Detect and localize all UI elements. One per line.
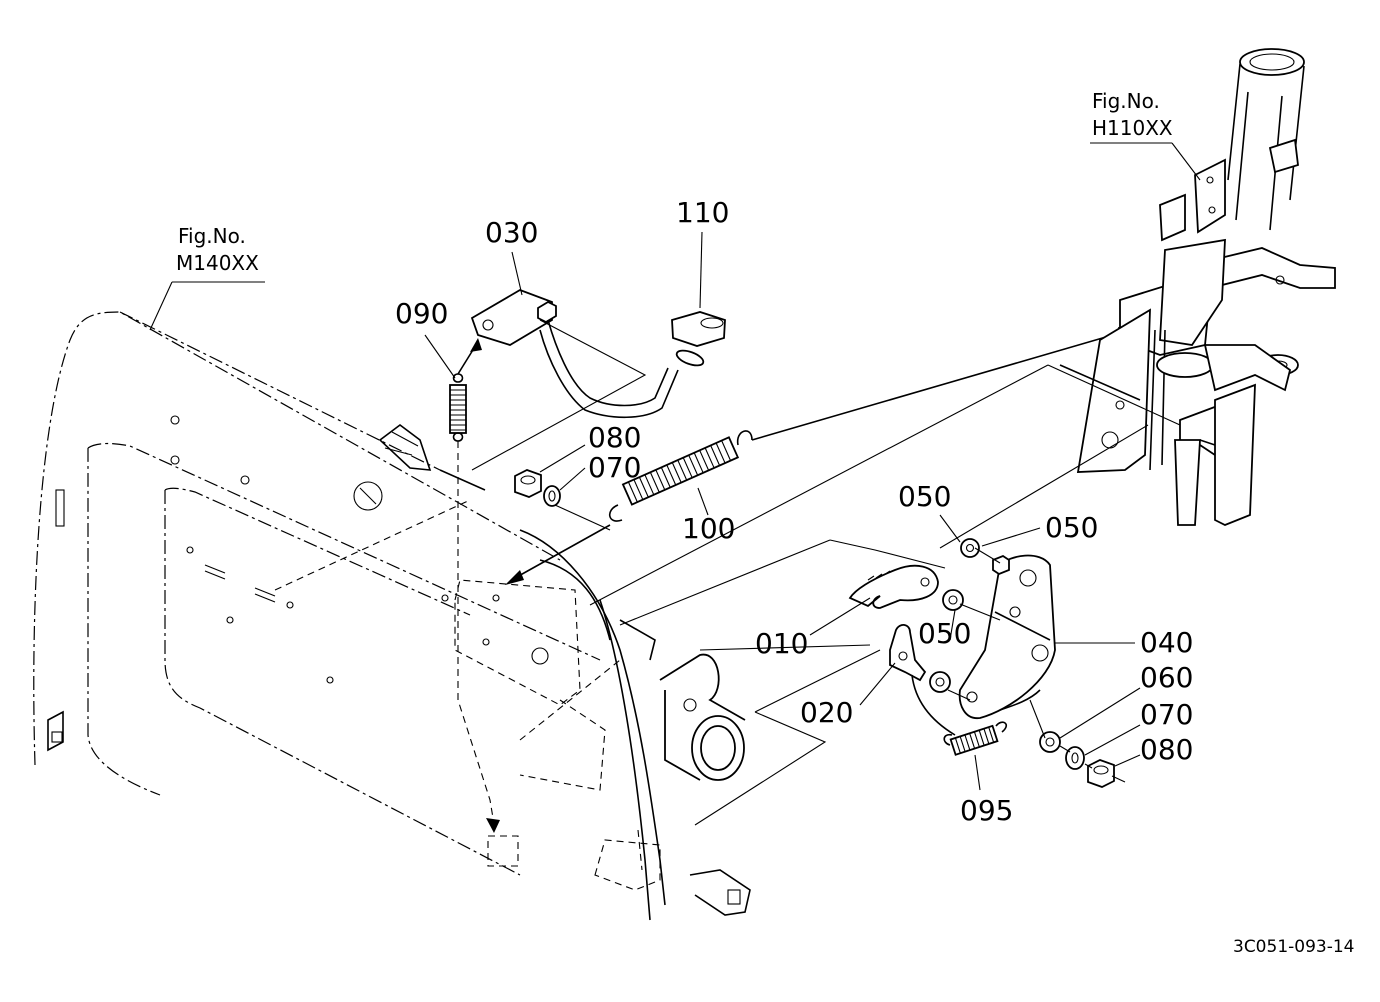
callout-050-b: 050 — [1045, 511, 1098, 544]
callout-050-a: 050 — [898, 480, 951, 513]
callout-080-lower: 080 — [1140, 733, 1193, 766]
fig-ref-code-right: H110XX — [1092, 116, 1173, 140]
hook-plate-010 — [848, 564, 939, 609]
callout-095: 095 — [960, 794, 1013, 827]
callout-060: 060 — [1140, 661, 1193, 694]
callout-100: 100 — [682, 512, 735, 545]
callout-030: 030 — [485, 216, 538, 249]
fig-ref-caption-left: Fig.No. — [178, 224, 246, 248]
callout-090: 090 — [395, 297, 448, 330]
main-panel — [33, 311, 601, 876]
spring-095 — [943, 721, 1007, 756]
assembly-lines — [471, 319, 1149, 826]
spring-090 — [449, 338, 500, 833]
callout-020: 020 — [800, 696, 853, 729]
callout-010: 010 — [755, 627, 808, 660]
callout-070-upper: 070 — [588, 451, 641, 484]
rod-with-roller — [470, 289, 726, 419]
nut-080-lower — [1087, 759, 1115, 788]
callout-040: 040 — [1140, 626, 1193, 659]
callout-050-c: 050 — [918, 617, 971, 650]
callout-070-lower: 070 — [1140, 698, 1193, 731]
drawing-code: 3C051-093-14 — [1233, 937, 1354, 957]
callout-110: 110 — [676, 196, 729, 229]
callout-080-upper: 080 — [588, 421, 641, 454]
lever-plate-040 — [958, 554, 1056, 719]
lever-020 — [889, 624, 1041, 736]
steering-column-assembly — [1047, 48, 1336, 526]
spring-100 — [505, 326, 1140, 585]
washer-070-upper — [543, 485, 561, 507]
washers-050 — [929, 538, 980, 693]
washer-060 — [1039, 731, 1061, 753]
fig-ref-caption-right: Fig.No. — [1092, 89, 1160, 113]
nut-080-upper — [514, 469, 542, 498]
callout-leaders — [149, 142, 1201, 791]
washer-070-lower — [1065, 746, 1085, 770]
fig-ref-code-left: M140XX — [176, 251, 259, 275]
center-bracket — [274, 424, 751, 921]
